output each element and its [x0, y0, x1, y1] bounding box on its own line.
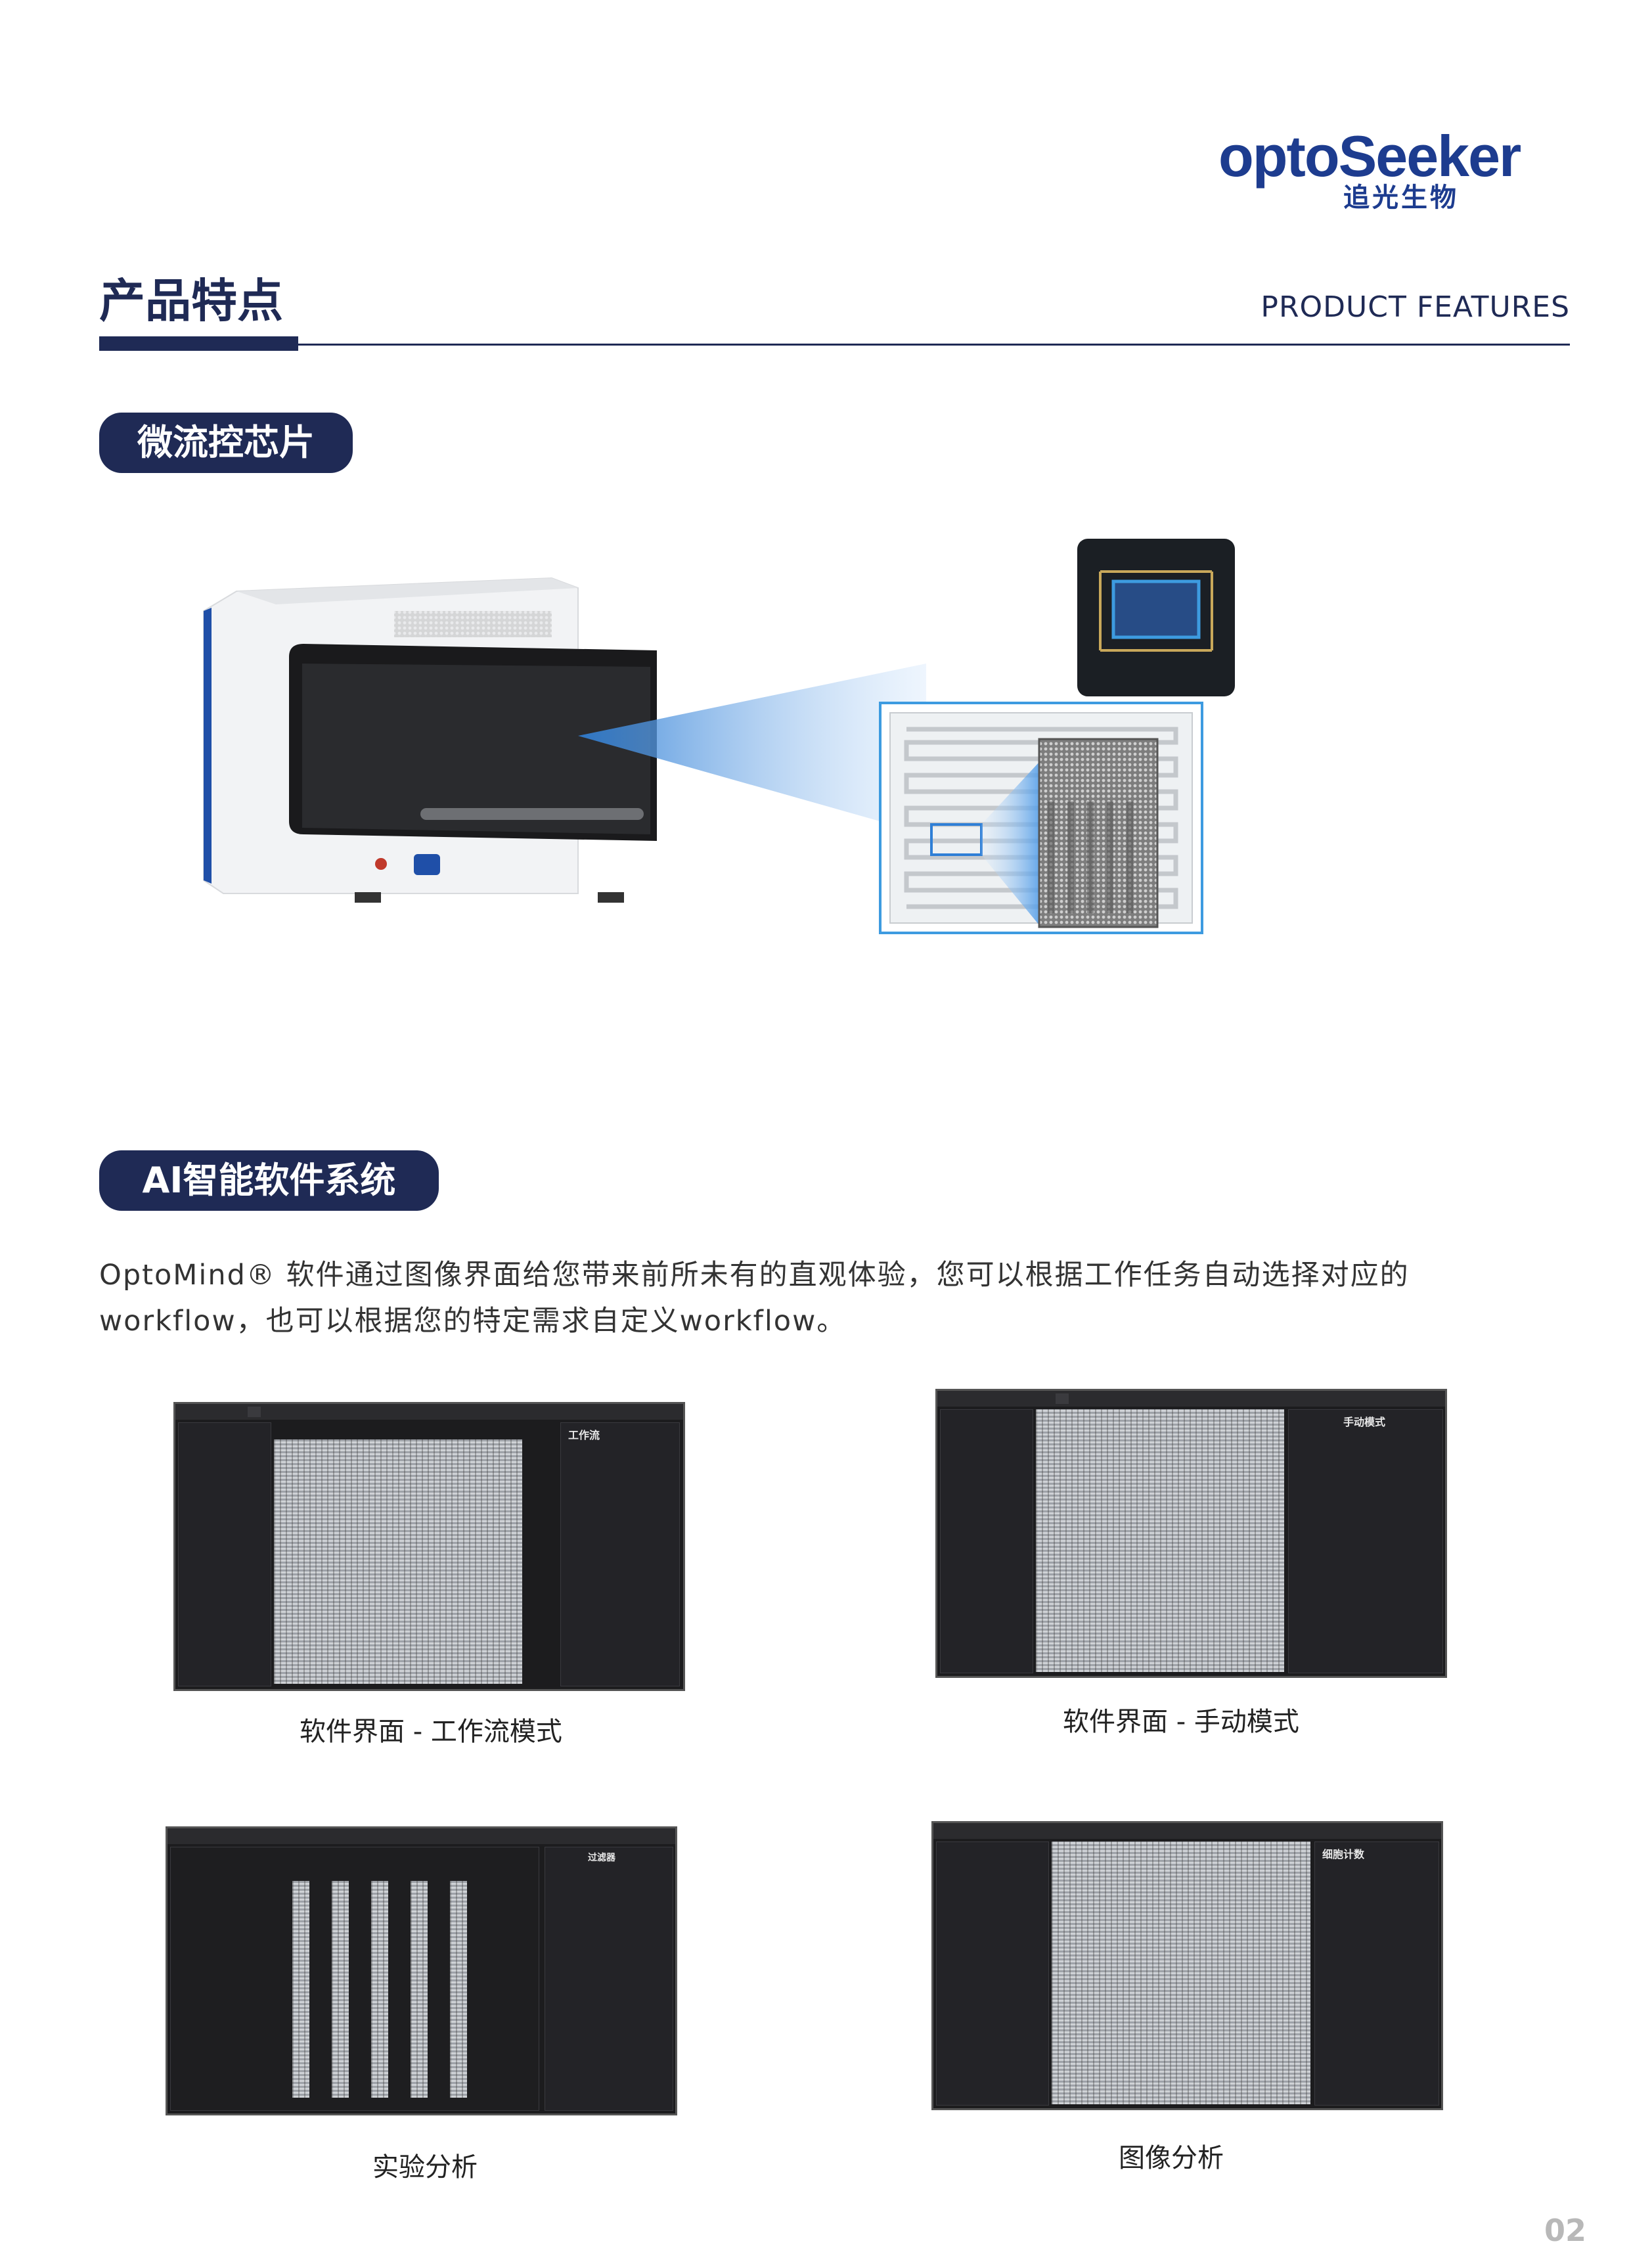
results-table — [170, 1847, 539, 2111]
workflow-panel-title: 工作流 — [568, 1429, 600, 1441]
cell-count-panel — [1314, 1841, 1439, 2106]
chip-channel-diagram — [879, 702, 1203, 934]
left-panel — [936, 1841, 1049, 2106]
caption-workflow: 软件界面 - 工作流模式 — [300, 1717, 562, 1747]
chip-image-view — [274, 1439, 522, 1684]
logo-chinese-name: 追光生物 — [1343, 183, 1459, 213]
app-titlebar — [937, 1391, 1445, 1407]
result-thumbnails — [411, 1881, 428, 2098]
company-logo: optoSeeker 追光生物 — [1218, 125, 1527, 217]
left-panel — [940, 1409, 1033, 1673]
result-thumbnails — [371, 1881, 388, 2098]
chip-image-view — [1036, 1409, 1284, 1672]
section-label-microfluidic: 微流控芯片 — [99, 413, 353, 473]
caption-experiment-analysis: 实验分析 — [372, 2152, 478, 2182]
software-screenshot-experiment-analysis: 过滤器 — [166, 1826, 677, 2115]
result-thumbnails — [332, 1881, 349, 2098]
left-panel — [178, 1422, 271, 1686]
title-divider — [99, 344, 1570, 346]
filter-panel — [545, 1847, 673, 2111]
logo-wordmark: optoSeeker — [1218, 124, 1521, 189]
manual-panel-title: 手动模式 — [1343, 1416, 1386, 1428]
page-number: 02 — [1544, 2213, 1586, 2248]
filter-panel-title: 过滤器 — [588, 1853, 615, 1863]
microfluidic-chip — [1077, 539, 1235, 696]
tab-manual — [1056, 1393, 1069, 1404]
chip-image-view — [1052, 1841, 1310, 2104]
software-description: OptoMind® 软件通过图像界面给您带来前所未有的直观体验，您可以根据工作任… — [99, 1259, 1410, 1338]
result-thumbnails — [292, 1881, 309, 2098]
section-label-software: AI智能软件系统 — [99, 1150, 439, 1211]
app-titlebar — [933, 1823, 1441, 1839]
software-screenshot-workflow: 工作流 — [173, 1402, 685, 1691]
caption-manual: 软件界面 - 手动模式 — [1063, 1707, 1299, 1737]
workflow-panel — [560, 1422, 680, 1686]
app-titlebar — [167, 1828, 675, 1844]
software-screenshot-manual: 手动模式 — [935, 1389, 1447, 1678]
manual-panel — [1288, 1409, 1443, 1673]
result-thumbnails — [450, 1881, 467, 2098]
tab-workflow — [248, 1407, 261, 1417]
instrument-chip-illustration — [203, 539, 1235, 934]
page-title: 产品特点 — [99, 274, 283, 328]
cell-count-panel-title: 细胞计数 — [1322, 1848, 1365, 1861]
caption-image-analysis: 图像分析 — [1119, 2143, 1224, 2173]
page-title-english: PRODUCT FEATURES — [1261, 290, 1570, 324]
title-divider-accent — [99, 336, 298, 351]
software-screenshot-image-analysis: 细胞计数 — [931, 1821, 1443, 2110]
instrument — [203, 577, 657, 903]
